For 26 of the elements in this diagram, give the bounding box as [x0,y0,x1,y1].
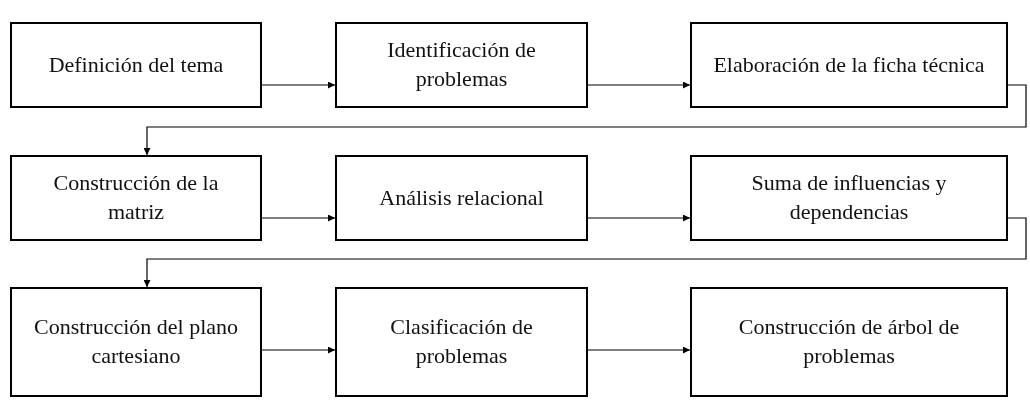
box-label: Identificación de problemas [386,36,537,93]
process-box [10,155,262,241]
process-box [335,287,588,397]
box-label: Clasificación de problemas [389,313,534,370]
process-box [690,155,1008,241]
arrow [587,214,691,222]
process-box [335,22,588,108]
process-box [10,22,262,108]
box-label: Elaboración de la ficha técnica [713,50,985,79]
arrow [143,84,1027,156]
process-box [10,287,262,397]
box-label: Construcción del plano cartesiano [32,313,240,370]
box-label: Suma de influencias y dependencias [750,169,948,226]
arrow [261,214,336,222]
process-box [335,155,588,241]
arrow [587,81,691,89]
arrow [261,81,336,89]
arrow [587,346,691,354]
box-label: Construcción de árbol de problemas [737,313,961,370]
box-label: Definición del tema [48,50,224,79]
arrow [143,217,1027,288]
process-box [690,22,1008,108]
arrow [261,346,336,354]
box-label: Análisis relacional [379,183,544,212]
box-label: Construcción de la matriz [52,169,220,226]
process-box [690,287,1008,397]
